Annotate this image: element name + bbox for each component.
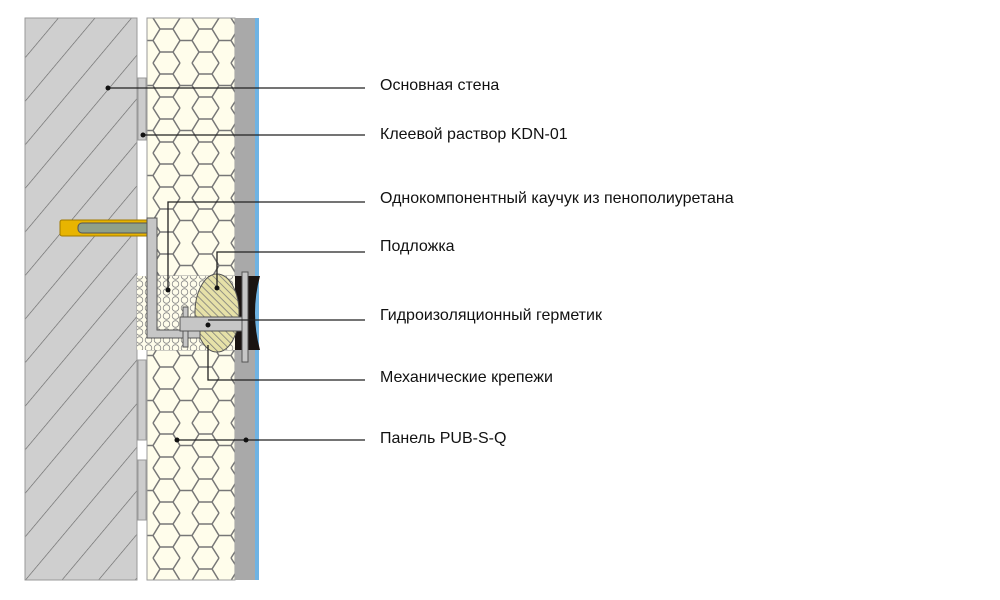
panel-foam-upper bbox=[146, 17, 236, 277]
adhesive-strip bbox=[137, 77, 147, 141]
leader-lines bbox=[108, 87, 365, 441]
adhesive-strip bbox=[137, 359, 147, 441]
panel-foam-lower bbox=[146, 349, 236, 581]
label-main-wall: Основная стена bbox=[380, 77, 500, 94]
film-layer bbox=[255, 18, 259, 580]
label-fasteners: Механические крепежи bbox=[380, 369, 553, 386]
adhesive-strip bbox=[137, 459, 147, 521]
main-wall bbox=[24, 17, 138, 581]
label-backing: Подложка bbox=[380, 238, 455, 255]
label-adhesive: Клеевой раствор KDN-01 bbox=[380, 126, 568, 143]
label-panel: Панель PUB-S-Q bbox=[380, 430, 507, 447]
label-pu-foam: Однокомпонентный каучук из пенополиурета… bbox=[380, 190, 734, 207]
label-sealant: Гидроизоляционный герметик bbox=[380, 307, 602, 324]
